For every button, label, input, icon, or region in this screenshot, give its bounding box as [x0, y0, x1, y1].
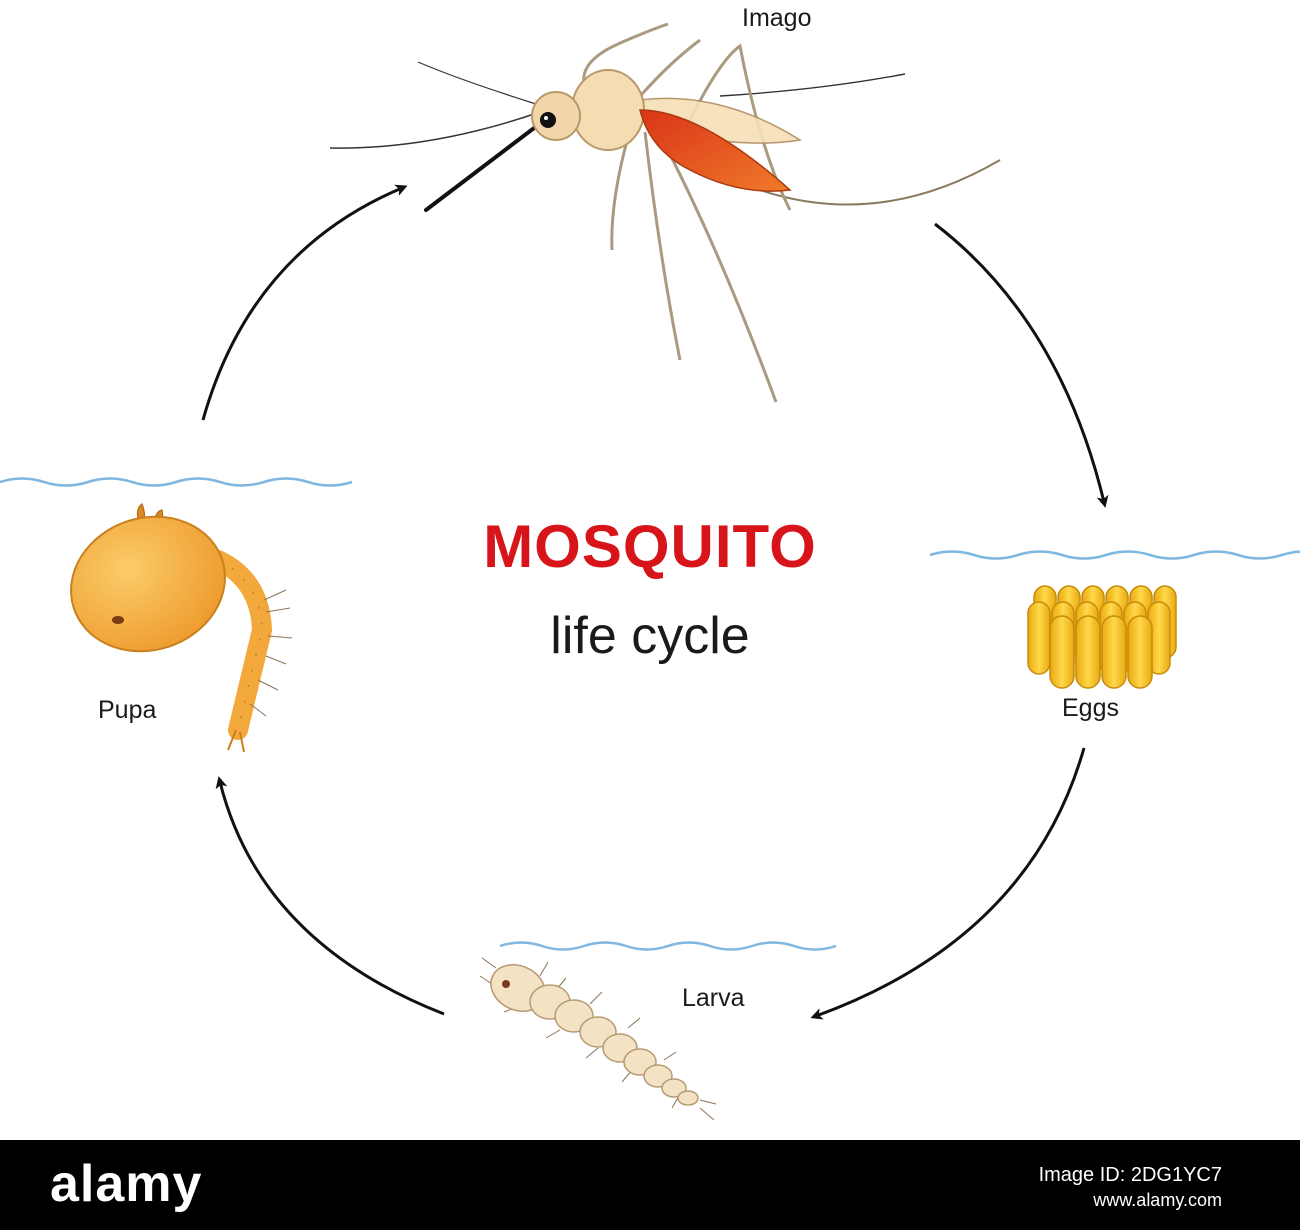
water-line-larva: [499, 941, 837, 951]
stage-label-eggs: Eggs: [1062, 694, 1119, 722]
footer-site-link[interactable]: www.alamy.com: [1093, 1190, 1222, 1210]
arrow-larva-to-pupa: [215, 776, 445, 1016]
arrow-eggs-to-larva: [810, 747, 1086, 1020]
life-cycle-diagram: [0, 22, 1300, 1121]
water-line-eggs: [929, 550, 1300, 560]
water-line-pupa: [0, 477, 353, 487]
diagram-title: MOSQUITO: [483, 513, 817, 580]
larva-illustration: [479, 957, 717, 1121]
mosquito-imago-illustration: [329, 22, 1001, 403]
arrow-imago-to-eggs: [934, 222, 1109, 508]
footer-brand-logo: alamy: [50, 1155, 203, 1213]
stage-label-pupa: Pupa: [98, 696, 157, 724]
watermark-footer-bar: alamy Image ID: 2DG1YC7 www.alamy.com: [0, 1140, 1300, 1230]
eggs-illustration: [1027, 585, 1177, 689]
footer-image-id: Image ID: 2DG1YC7: [1038, 1164, 1222, 1186]
water-surfaces: [0, 477, 1300, 951]
stage-label-imago: Imago: [742, 4, 812, 32]
arrow-pupa-to-imago: [201, 184, 408, 421]
pupa-illustration: [70, 503, 293, 753]
diagram-subtitle: life cycle: [550, 607, 750, 665]
egg-row-front: [1049, 615, 1153, 689]
stage-label-larva: Larva: [682, 984, 745, 1012]
cycle-arrows: [201, 184, 1109, 1020]
